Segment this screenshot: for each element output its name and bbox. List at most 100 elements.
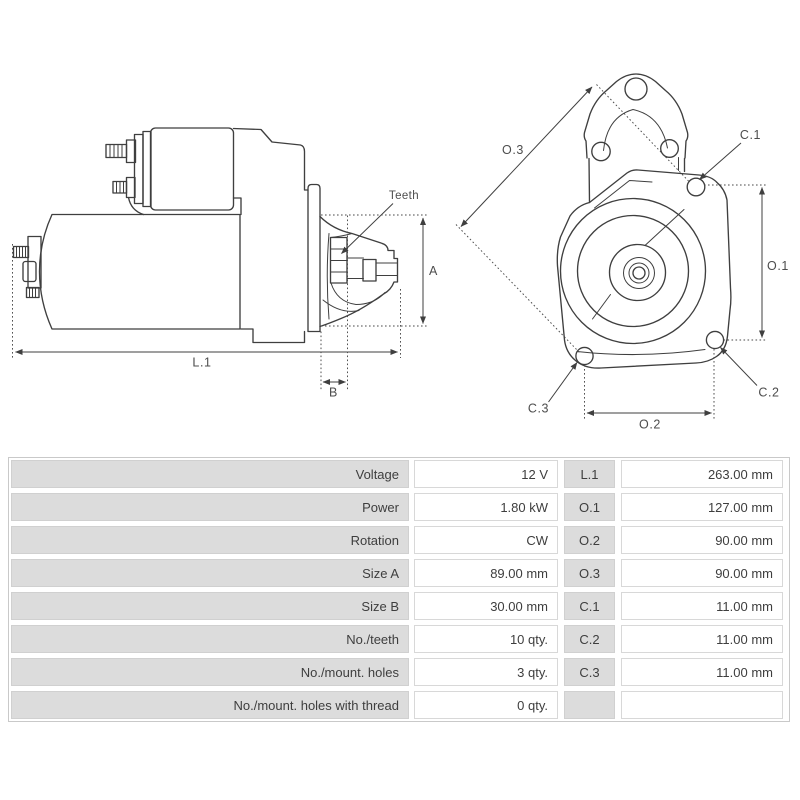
dim-o3-extension-upper [596, 84, 689, 182]
front-view-dimensions: O.3 O.1 O.2 C.1 C.2 C.3 [455, 84, 789, 432]
spec-label: Power [11, 493, 409, 521]
drive-shaft-lines [346, 257, 364, 279]
dim-value: 90.00 mm [621, 559, 783, 587]
housing-circle-mid [576, 214, 690, 328]
table-row: No./teeth 10 qty. C.2 11.00 mm [11, 625, 787, 653]
technical-drawing: A L.1 B Teeth [12, 73, 789, 432]
radial-section-lines [592, 209, 685, 320]
solenoid-stud-lower-nut [125, 176, 136, 199]
c3-label: C.3 [528, 402, 549, 416]
housing-circle-outer [559, 197, 707, 345]
table-row: Size A 89.00 mm O.3 90.00 mm [11, 559, 787, 587]
rear-stud-lower-threads [29, 287, 36, 298]
spec-label: No./mount. holes [11, 658, 409, 686]
dim-o3-label: O.3 [502, 143, 524, 157]
side-view [12, 127, 399, 344]
table-row: Rotation CW O.2 90.00 mm [11, 526, 787, 554]
drive-bracket-foot [240, 328, 306, 344]
hub-circle [608, 243, 667, 302]
spec-label: Size B [11, 592, 409, 620]
dim-label: C.1 [564, 592, 615, 620]
solenoid-body [149, 127, 235, 211]
table-row: Voltage 12 V L.1 263.00 mm [11, 460, 787, 488]
shaft-tip-lines [375, 262, 398, 276]
dim-o3-line [460, 86, 593, 227]
mount-hole-c1 [686, 177, 706, 197]
nose-rib-curve [322, 299, 360, 312]
dim-value: 11.00 mm [621, 592, 783, 620]
dim-label: O.3 [564, 559, 615, 587]
spec-value: 0 qty. [414, 691, 558, 719]
c1-leader-line [699, 142, 742, 180]
mount-hole-c3 [575, 346, 594, 366]
shaft-ring-outer [623, 257, 655, 289]
flange-inner-contour-top [594, 180, 653, 209]
spec-label: No./teeth [11, 625, 409, 653]
rear-terminal-box [22, 260, 37, 283]
c2-label: C.2 [758, 386, 779, 400]
table-row: Power 1.80 kW O.1 127.00 mm [11, 493, 787, 521]
table-row: No./mount. holes 3 qty. C.3 11.00 mm [11, 658, 787, 686]
spec-value: 89.00 mm [414, 559, 558, 587]
mount-hole-c2 [705, 330, 725, 350]
teeth-leader-line [341, 203, 394, 254]
pinion-teeth-lines [330, 248, 348, 273]
solenoid-cap-ring-1 [142, 130, 152, 208]
solenoid-rear-step [232, 197, 242, 216]
dim-label: C.2 [564, 625, 615, 653]
arch-outline [583, 73, 689, 159]
pinion-top-link [330, 233, 353, 238]
arch-right-hole [660, 139, 679, 158]
rear-stud-upper-threads [16, 246, 26, 258]
side-view-dimensions: A L.1 B Teeth [12, 190, 437, 400]
nose-inner-left-contour [326, 233, 330, 320]
dim-value: 11.00 mm [621, 658, 783, 686]
shaft-nut [362, 258, 377, 282]
dim-label: O.1 [564, 493, 615, 521]
table-row: Size B 30.00 mm C.1 11.00 mm [11, 592, 787, 620]
dim-value: 90.00 mm [621, 526, 783, 554]
c2-leader-line [720, 347, 758, 386]
dim-l1-label: L.1 [192, 356, 211, 370]
teeth-label: Teeth [389, 190, 419, 202]
solenoid-stud-upper [105, 143, 128, 159]
spec-value: 3 qty. [414, 658, 558, 686]
dim-label [564, 691, 615, 719]
arch-left-hole [591, 141, 611, 162]
dim-o3-extension-lower [455, 224, 580, 353]
dim-value: 127.00 mm [621, 493, 783, 521]
solenoid-stud-lower-threads [116, 181, 124, 194]
dim-o2-label: O.2 [639, 418, 661, 432]
solenoid-stud-upper-threads [109, 144, 123, 158]
arch-left-descender [588, 157, 591, 204]
arch-inner-arc [603, 109, 668, 151]
drive-bracket-top [232, 127, 309, 191]
spec-value: 1.80 kW [414, 493, 558, 521]
spec-label: No./mount. holes with thread [11, 691, 409, 719]
solenoid-stud-upper-nut [125, 139, 137, 164]
spec-value: 10 qty. [414, 625, 558, 653]
spec-table: Voltage 12 V L.1 263.00 mm Power 1.80 kW… [8, 457, 790, 722]
c1-label: C.1 [740, 128, 761, 142]
spec-label: Voltage [11, 460, 409, 488]
c3-leader-line [548, 362, 578, 403]
dim-value: 263.00 mm [621, 460, 783, 488]
dim-b-label: B [329, 386, 338, 400]
mounting-flange-band [307, 183, 321, 333]
arch-top-hole [624, 77, 648, 101]
solenoid-support-foot [127, 196, 145, 216]
spec-value: CW [414, 526, 558, 554]
dim-label: C.3 [564, 658, 615, 686]
rear-stud-upper [12, 245, 30, 259]
shaft-ring-mid [628, 262, 650, 284]
solenoid-cap-ring-2 [133, 133, 144, 205]
spec-label: Size A [11, 559, 409, 587]
nose-cavity-curve [330, 282, 386, 305]
table-row: No./mount. holes with thread 0 qty. [11, 691, 787, 719]
motor-body-outline [38, 213, 241, 330]
dim-o1-label: O.1 [767, 259, 789, 273]
spec-value: 12 V [414, 460, 558, 488]
dim-value: 11.00 mm [621, 625, 783, 653]
dim-value [621, 691, 783, 719]
spec-label: Rotation [11, 526, 409, 554]
